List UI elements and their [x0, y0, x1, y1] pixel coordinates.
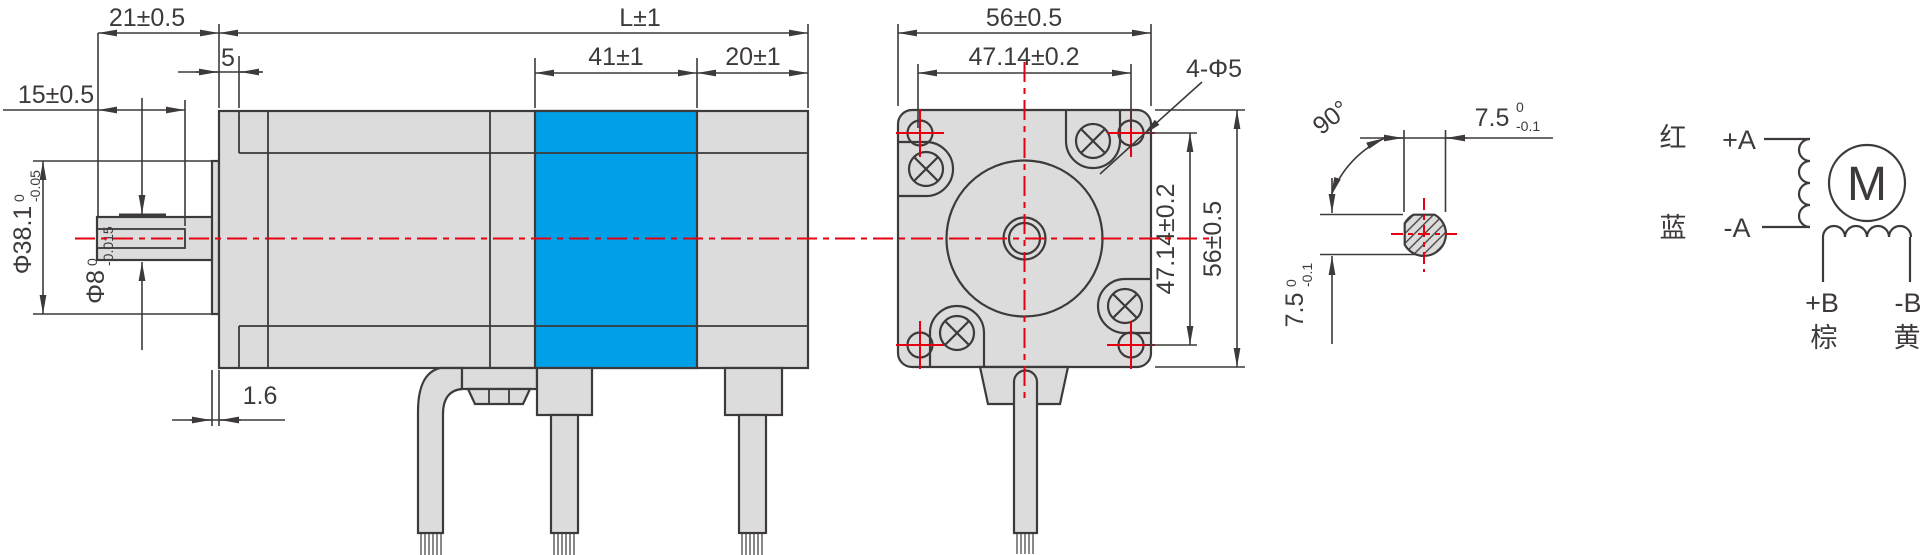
- svg-text:Φ8: Φ8: [82, 270, 110, 304]
- cable-middle: [549, 413, 580, 535]
- dim-pilot-diameter: Φ38.1 0 -0.05: [9, 170, 43, 274]
- svg-text:0: 0: [1516, 99, 1524, 115]
- shaft-section-hatch: [1404, 214, 1446, 256]
- cable-gland-left: [460, 366, 539, 391]
- phase-a-coil: [1797, 137, 1811, 229]
- dim-shaft-diameter: Φ8 0 -0.015: [82, 226, 116, 304]
- dim-body-length: L±1: [619, 4, 661, 32]
- wiring-diagram: 红 +A 蓝 -A M +B -B 棕 黄: [1660, 123, 1922, 353]
- svg-text:-0.015: -0.015: [100, 226, 116, 266]
- label-phase-b-minus-color: 黄: [1894, 323, 1921, 353]
- label-phase-b-plus-color: 棕: [1811, 323, 1838, 353]
- front-view: 56±0.5 47.14±0.2 4-Φ5 47.14±0.2 56±0.5: [896, 4, 1245, 554]
- screw-head-icons: [907, 122, 1144, 352]
- dim-front-width: 56±0.5: [986, 4, 1062, 32]
- dim-front-cap: 5: [221, 44, 235, 72]
- dim-mounting-holes: 4-Φ5: [1186, 55, 1242, 83]
- wire-strands-left: [420, 533, 442, 555]
- motor-symbol: M: [1847, 158, 1887, 211]
- phase-b-coil: [1821, 224, 1913, 238]
- svg-text:90°: 90°: [1308, 95, 1355, 140]
- motor-circle: [1827, 143, 1907, 223]
- dim-flat-length: 15±0.5: [18, 81, 94, 109]
- connector-right: [723, 366, 784, 417]
- section-view: 7.5 0 -0.1 90° 7.5 0 -0.1: [1281, 95, 1553, 344]
- wire-strands-middle: [553, 533, 575, 555]
- cable-bent: [416, 366, 464, 535]
- svg-text:0: 0: [11, 194, 27, 202]
- svg-text:0: 0: [84, 258, 100, 266]
- svg-text:-0.1: -0.1: [1299, 263, 1315, 287]
- label-phase-a-plus: +A: [1722, 125, 1756, 155]
- connector-middle: [535, 366, 594, 417]
- wire-strands-front: [1016, 533, 1034, 554]
- label-phase-a-plus-color: 红: [1660, 123, 1687, 153]
- dim-pilot-thickness: 1.6: [243, 382, 278, 410]
- wire-strands-right: [741, 533, 763, 555]
- label-phase-a-minus: -A: [1724, 213, 1751, 243]
- dim-rear-section: 20±1: [725, 43, 780, 71]
- cable-right: [737, 413, 768, 535]
- shaft-flat-outline: [96, 228, 186, 249]
- dim-shaft-protrusion: 21±0.5: [109, 4, 185, 32]
- dim-mid-section: 41±1: [588, 43, 643, 71]
- dim-section-height: 7.5 0 -0.1: [1281, 263, 1315, 328]
- screw-slot-right: [1096, 277, 1151, 335]
- svg-text:-0.05: -0.05: [27, 170, 43, 202]
- screw-slot-top: [1064, 110, 1122, 170]
- label-phase-a-minus-color: 蓝: [1660, 213, 1687, 243]
- svg-text:Φ38.1: Φ38.1: [9, 206, 37, 275]
- dim-flat-angle: 90°: [1308, 95, 1355, 140]
- label-phase-b-plus: +B: [1805, 288, 1839, 318]
- front-cable: [1012, 369, 1039, 535]
- label-phase-b-minus: -B: [1895, 288, 1922, 318]
- side-view: 21±0.5 L±1 5 15±0.5 41±1 20±1 Φ38.1 0 -0…: [3, 4, 810, 555]
- cable-gland-left-ribs: [466, 387, 532, 406]
- svg-text:-0.1: -0.1: [1516, 118, 1540, 134]
- svg-text:7.5: 7.5: [1475, 104, 1510, 132]
- screw-slot-bottom: [928, 304, 986, 367]
- svg-text:0: 0: [1283, 279, 1299, 287]
- dim-section-width: 7.5 0 -0.1: [1475, 99, 1541, 134]
- svg-text:7.5: 7.5: [1281, 293, 1309, 328]
- screw-slot-left: [898, 140, 955, 198]
